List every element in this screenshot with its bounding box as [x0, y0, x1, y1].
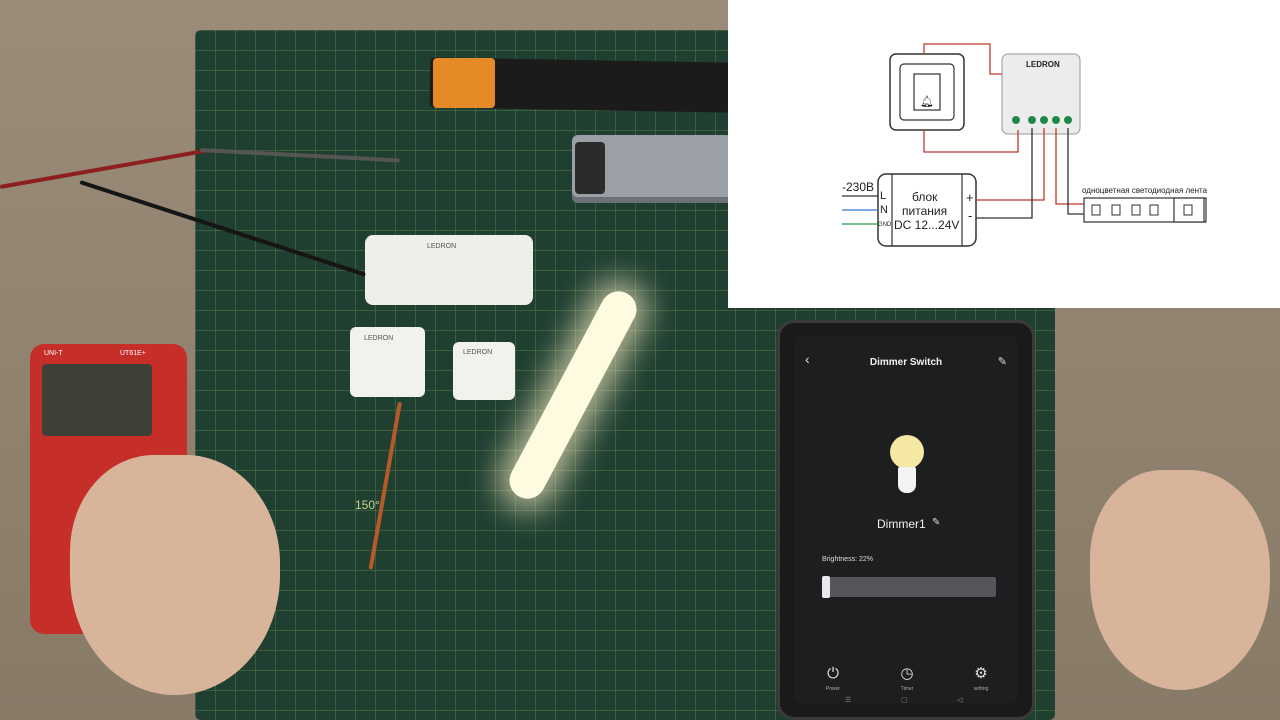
brightness-label: Brightness: 22%: [822, 556, 873, 563]
nav-timer-label: Timer: [900, 686, 914, 692]
back-arrow-icon[interactable]: ‹: [805, 351, 810, 367]
psu-label-1: блок: [912, 190, 938, 204]
dimmer1-brand: LEDRON: [364, 335, 394, 342]
dimmer-module-1: LEDRON: [350, 327, 425, 397]
pencil-icon[interactable]: ✎: [932, 517, 941, 528]
mat-angle-mark: 150°: [355, 498, 380, 512]
bell-icon: 🔔︎: [920, 96, 934, 108]
zigbee-gateway-module: LEDRON: [365, 235, 533, 305]
nav-power-label: Power: [825, 686, 841, 692]
timer-icon: ◷: [900, 665, 914, 682]
wire: [0, 148, 208, 189]
nav-power[interactable]: ⏻ Power: [813, 665, 853, 692]
power-icon: ⏻: [827, 665, 839, 682]
wiring-diagram: -230B L N GND блок питания DC 12...24V +…: [728, 0, 1280, 308]
device-name: Dimmer1: [877, 517, 926, 531]
brightness-slider-thumb[interactable]: [822, 576, 830, 598]
strip-label: одноцветная светодиодная лента: [1082, 186, 1208, 195]
multimeter-model: UT61E+: [120, 350, 146, 357]
right-hand: [1090, 470, 1270, 690]
terminal-gnd: GND: [878, 222, 892, 228]
nav-setting[interactable]: ⚙ setting: [961, 665, 1001, 692]
edit-icon[interactable]: ✎: [997, 356, 1007, 368]
left-hand: [70, 455, 280, 695]
bulb-icon: [890, 435, 924, 469]
multimeter-brand: UNI-T: [44, 350, 63, 357]
psu-plus: +: [966, 190, 974, 205]
terminal-n: N: [880, 204, 888, 216]
nav-timer[interactable]: ◷ Timer: [887, 665, 927, 692]
psu-minus: -: [968, 208, 973, 223]
diagram-brand: LEDRON: [1026, 60, 1060, 69]
gateway-brand: LEDRON: [427, 243, 457, 250]
gear-icon: ⚙: [974, 665, 988, 682]
back-icon[interactable]: ◁: [957, 697, 963, 703]
psu-label-2: питания: [902, 204, 948, 218]
recent-apps-icon[interactable]: ☰: [845, 697, 852, 703]
multimeter-display: [42, 364, 152, 436]
wiring-diagram-drawing: [842, 43, 1207, 247]
brightness-slider[interactable]: [822, 576, 996, 598]
dimmer2-brand: LEDRON: [463, 349, 493, 356]
power-supply-grey-end: [575, 142, 605, 194]
app-screen: ‹ Dimmer Switch ✎ Dimmer1 ✎ Brightness: …: [795, 335, 1017, 703]
page-title: Dimmer Switch: [869, 357, 943, 368]
bulb-base: [898, 467, 916, 493]
dimmer-module-2: LEDRON: [453, 342, 515, 400]
voltage-in-label: -230B: [842, 180, 875, 194]
psu-rating: DC 12...24V: [894, 218, 960, 232]
power-supply-connector: [433, 58, 495, 108]
nav-setting-label: setting: [973, 686, 989, 692]
terminal-l: L: [880, 190, 887, 202]
home-icon[interactable]: ▢: [901, 697, 908, 703]
